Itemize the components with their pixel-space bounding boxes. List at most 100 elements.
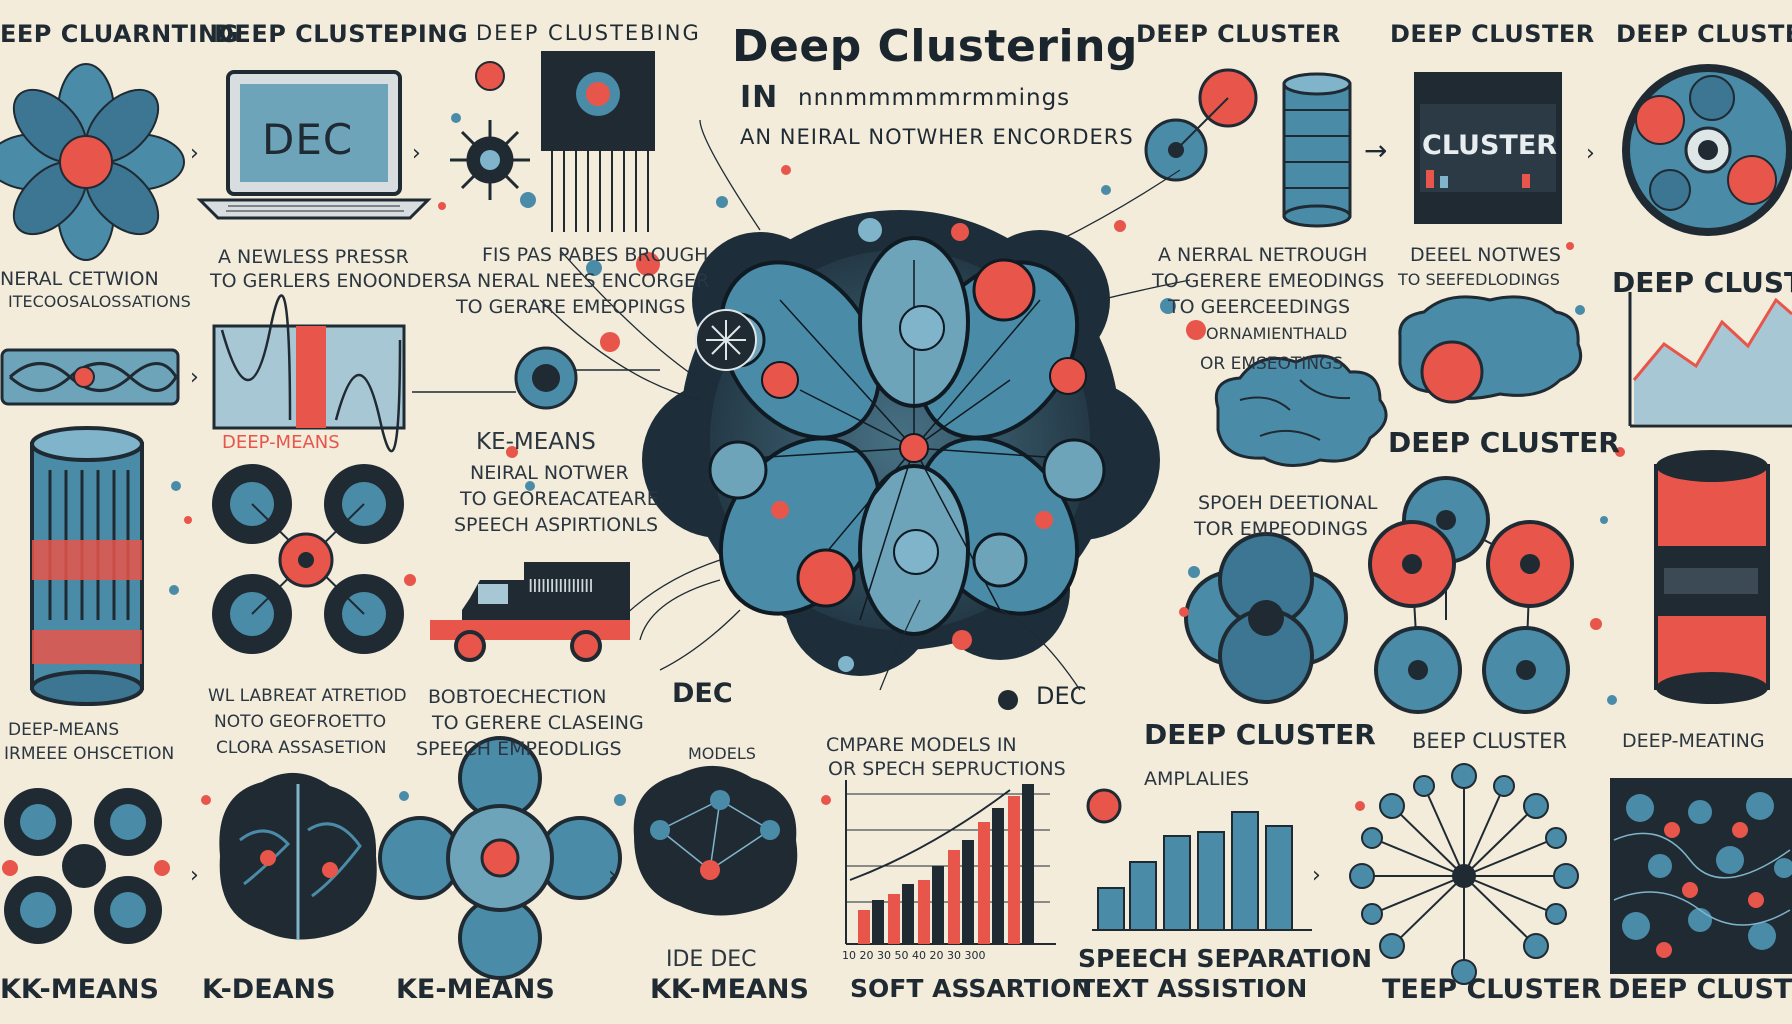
caption-wl-2: NOTO GEOFROETTO — [214, 712, 387, 732]
bar-chart-icon — [845, 780, 1056, 945]
label-ide-dec: IDE DEC — [666, 947, 757, 972]
caption-neral-notwer-1: NEIRAL NOTWER — [470, 462, 629, 484]
caption-neral-rr-2: TO GERERE EMEODINGS — [1152, 270, 1385, 292]
caption-compare-2: OR SPECH SEPRUCTIONS — [828, 758, 1066, 780]
caption-deep-meating: DEEP-MEATING — [1622, 730, 1765, 752]
arrow-icon: › — [412, 141, 421, 166]
caption-orsmall-2: OR EMSEOTINGS — [1200, 354, 1343, 374]
arrow-icon: › — [1312, 863, 1321, 888]
label-ke-means: KE-MEANS — [396, 974, 555, 1005]
caption-deep-cluster-right: DEEP CLUSTER — [1612, 266, 1792, 299]
tree-network-icon — [1368, 476, 1574, 714]
subtitle: AN NEIRAL NOTWHER ENCORDERS — [740, 125, 1134, 149]
barrel-icon — [1654, 450, 1770, 704]
caption-wl-3: CLORA ASSASETION — [216, 738, 387, 758]
waveform-panel-icon — [212, 294, 406, 453]
label-k-deans: K-DEANS — [202, 974, 336, 1005]
laptop-screen-label: DEC — [262, 115, 354, 164]
brain-coral-icon — [1398, 295, 1583, 404]
caption-neral-cetwion-sub: ITECOOSALOSSATIONS — [8, 292, 191, 311]
arrow-icon: → — [1364, 134, 1387, 167]
label-teep-cluster: TEEP CLUSTER — [1382, 974, 1602, 1005]
caption-dmeans-1: DEEP-MEANS — [8, 720, 120, 740]
header-6: DEEP CLUSTER — [1616, 20, 1792, 48]
label-kk-means: KK-MEANS — [0, 974, 159, 1005]
caption-wl-1: WL LABREAT ATRETIOD — [208, 686, 407, 706]
caption-fis-2: A NERAL NEES ENCORGER — [458, 270, 710, 292]
caption-newless-2: TO GERLERS ENOONDERS — [210, 270, 459, 292]
header-1: EEP CLUARNTING — [0, 20, 239, 48]
caption-neral-notwer-3: SPEECH ASPIRTIONLS — [454, 514, 659, 536]
laptop-icon — [196, 70, 432, 220]
caption-fis-1: FIS PAS PABES BROUGH — [482, 244, 709, 266]
node-junction-icon — [412, 252, 660, 410]
axis-tick-labels: 10 20 30 50 40 20 30 300 — [842, 949, 986, 962]
arrow-icon: › — [190, 365, 199, 390]
dot-cluster-icon — [2, 788, 170, 944]
texture-tile-icon — [1610, 778, 1792, 974]
eye-cluster-icon — [1622, 64, 1792, 236]
cluster-box-label: CLUSTER — [1422, 130, 1558, 161]
encoder-box-icon — [541, 51, 655, 232]
caption-bob-2: TO GERERE CLASEING — [432, 712, 644, 734]
caption-neral-notwer-2: TO GEOREACATEARE — [460, 488, 659, 510]
label-kk-means-2: KK-MEANS — [650, 974, 809, 1005]
title-in: IN — [740, 80, 779, 115]
caption-neral-cetwion: NERAL CETWION — [0, 268, 159, 290]
column-chart-icon — [1086, 788, 1312, 931]
caption-dec-right: DEC — [1036, 682, 1087, 710]
caption-ke-means: KE-MEANS — [476, 429, 596, 455]
caption-neral-rr-1: A NERRAL NETROUGH — [1158, 244, 1368, 266]
caption-deep-cluster-mid: DEEP CLUSTER — [1388, 426, 1620, 459]
caption-newless-1: A NEWLESS PRESSR — [218, 246, 409, 268]
caption-amplaties: AMPLALIES — [1144, 768, 1250, 790]
header-2: DEEP CLUSTEPING — [214, 20, 469, 48]
caption-bob-1: BOBTOECHECTION — [428, 686, 607, 708]
caption-fis-3: TO GERARE EMEOPINGS — [456, 296, 686, 318]
brain-network-icon — [219, 772, 377, 940]
line-chart-icon — [1628, 292, 1792, 428]
arrow-icon: › — [1586, 141, 1595, 166]
caption-dec-left: DEC — [672, 678, 733, 709]
arrow-icon: › — [190, 141, 199, 166]
caption-deep-means-small: DEEP-MEANS — [222, 432, 340, 453]
caption-orsmall-1: ORNAMIENTHALD — [1206, 324, 1348, 343]
truck-screen-label: IIIIIIIIIIIIIII — [528, 576, 594, 597]
caption-dmeans-2: IRMEEE OHSCETION — [4, 744, 175, 764]
caption-deeel-2: TO SEEFEDLODINGS — [1398, 270, 1560, 289]
caption-models: MODELS — [688, 744, 756, 763]
label-text-assistion: TEXT ASSISTION — [1078, 974, 1308, 1003]
node-network-icon — [1144, 68, 1258, 182]
header-5: DEEP CLUSTER — [1390, 20, 1595, 48]
encoder-strip-icon — [0, 348, 180, 406]
caption-neral-rr-3: TO GEERCEEDINGS — [1168, 296, 1351, 318]
petal-cluster-icon — [378, 736, 622, 980]
label-speech-separation: SPEECH SEPARATION — [1078, 944, 1373, 973]
arrow-icon: › — [190, 863, 199, 888]
arrow-icon: › — [608, 863, 617, 888]
truck-icon — [430, 562, 630, 662]
cluster-box-icon — [1414, 72, 1562, 224]
starburst-network-icon — [1349, 763, 1579, 985]
cylinder-column-icon — [30, 426, 144, 706]
title-garbled: nnnmmmmmrmmings — [798, 85, 1071, 111]
caption-compare-1: CMPARE MODELS IN — [826, 734, 1017, 756]
caption-speeh-1: SPOEH DEETIONAL — [1198, 492, 1378, 514]
caption-speeh-2: TOR EMPEODINGS — [1194, 518, 1368, 540]
label-deep-cluster: DEEP CLUSTER — [1608, 974, 1792, 1005]
neuron-node-icon — [450, 61, 536, 208]
label-soft-assartion: SOFT ASSARTION — [850, 974, 1093, 1003]
caption-bob-3: SPEECH EMPEODLIGS — [416, 738, 622, 760]
caption-deeel-1: DEEEL NOTWES — [1410, 244, 1561, 266]
caption-deep-cluster-big: DEEP CLUSTER — [1144, 718, 1376, 751]
flower-cluster-icon — [0, 63, 185, 261]
header-4: DEEP CLUSTER — [1136, 20, 1341, 48]
kmeans-cluster-icon — [212, 464, 404, 654]
header-3: DEEP CLUSTEBING — [476, 21, 701, 45]
page-title: Deep Clustering — [732, 21, 1138, 72]
confetti-dots — [169, 113, 1625, 811]
central-cluster-cloud — [642, 210, 1160, 676]
caption-beep-cluster: BEEP CLUSTER — [1412, 729, 1567, 753]
